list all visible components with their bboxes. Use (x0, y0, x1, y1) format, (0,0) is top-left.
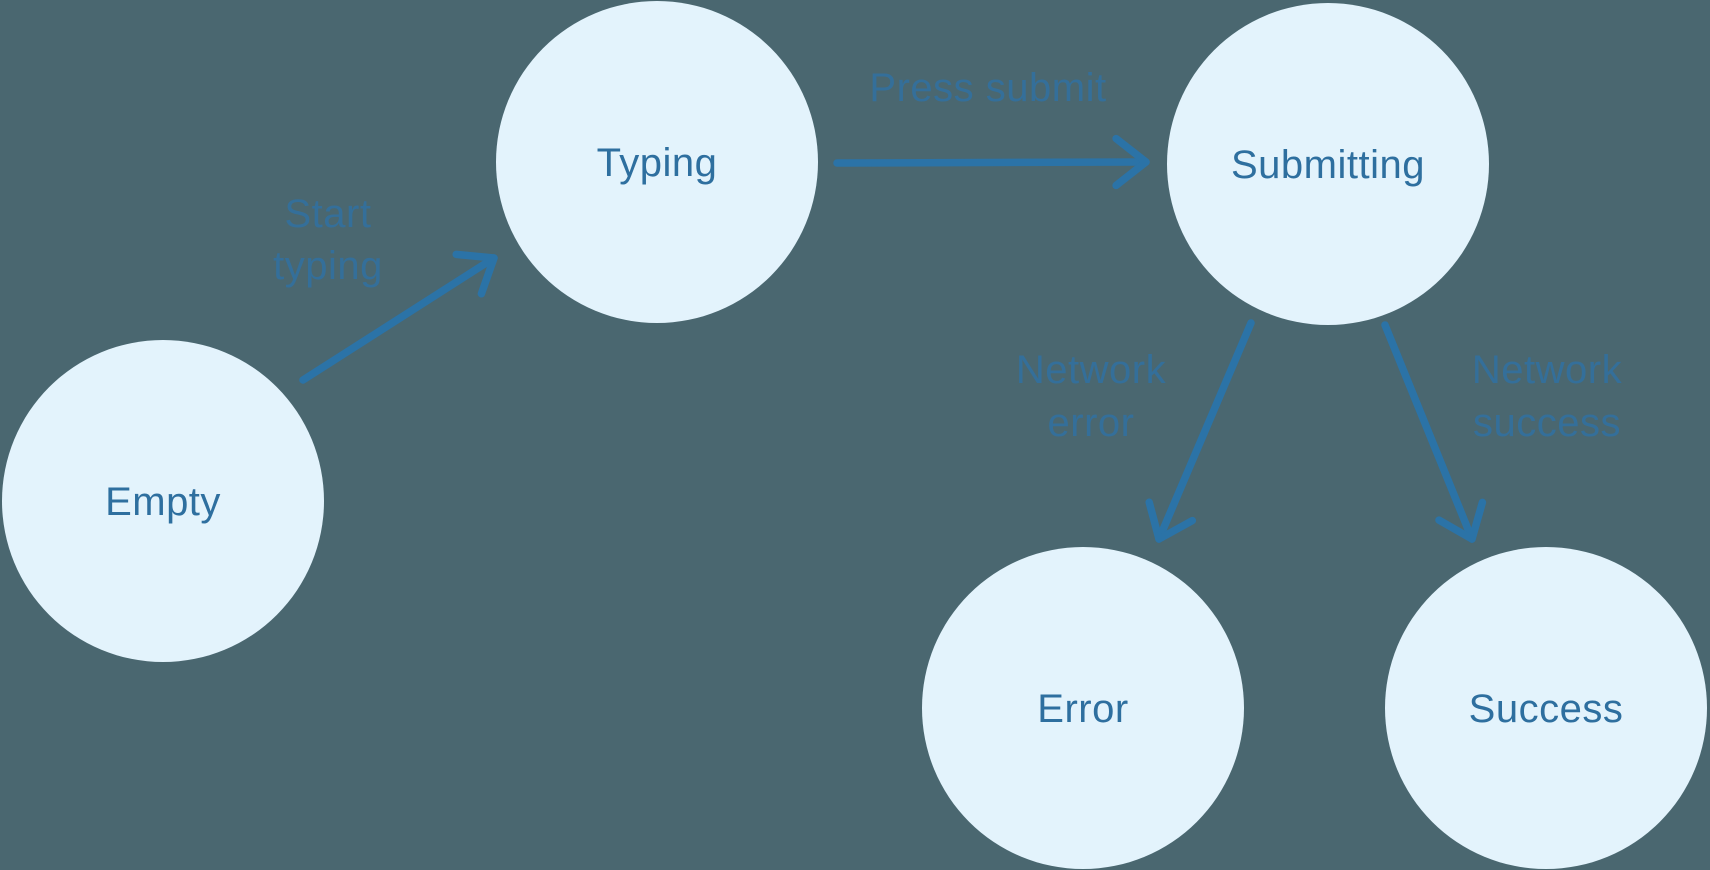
edge-label-network-success-line1: Network (1472, 348, 1623, 392)
state-node-success: Success (1385, 547, 1707, 869)
arrowhead-start-typing-icon (452, 250, 498, 298)
state-node-submitting: Submitting (1167, 3, 1489, 325)
edge-arrow-network-success (1381, 321, 1476, 543)
node-circle-submitting (1167, 3, 1489, 325)
node-label-success: Success (1469, 687, 1624, 731)
edge-label-start-typing-line1: Start (285, 192, 372, 236)
arrowhead-network-error-icon (1145, 498, 1197, 543)
node-circle-success (1385, 547, 1707, 869)
node-circle-empty (2, 340, 324, 662)
node-label-error: Error (1037, 687, 1128, 731)
edge-label-start-typing-line2: typing (273, 244, 383, 288)
edge-label-network-success-line2: success (1473, 401, 1621, 445)
edge-arrow-start-typing (299, 254, 498, 384)
node-label-typing: Typing (597, 141, 718, 185)
edge-press-submit: Press submit (833, 66, 1150, 190)
edge-arrow-press-submit (833, 158, 1150, 167)
node-label-submitting: Submitting (1231, 143, 1425, 187)
edge-network-error: Network error (1016, 319, 1255, 543)
edge-network-success: Network success (1381, 321, 1623, 543)
state-node-empty: Empty (2, 340, 324, 662)
edge-label-network-error-line2: error (1048, 401, 1135, 445)
edge-label-press-submit: Press submit (869, 66, 1106, 110)
arrowhead-press-submit-icon (1112, 134, 1150, 190)
edge-arrow-network-error (1155, 319, 1255, 543)
node-circle-typing (496, 1, 818, 323)
edge-start-typing: Start typing (273, 192, 498, 384)
edge-label-network-error-line1: Network (1016, 348, 1167, 392)
node-circle-error (922, 547, 1244, 869)
node-label-empty: Empty (105, 480, 221, 524)
arrowhead-network-success-icon (1435, 498, 1487, 543)
state-node-error: Error (922, 547, 1244, 869)
state-node-typing: Typing (496, 1, 818, 323)
